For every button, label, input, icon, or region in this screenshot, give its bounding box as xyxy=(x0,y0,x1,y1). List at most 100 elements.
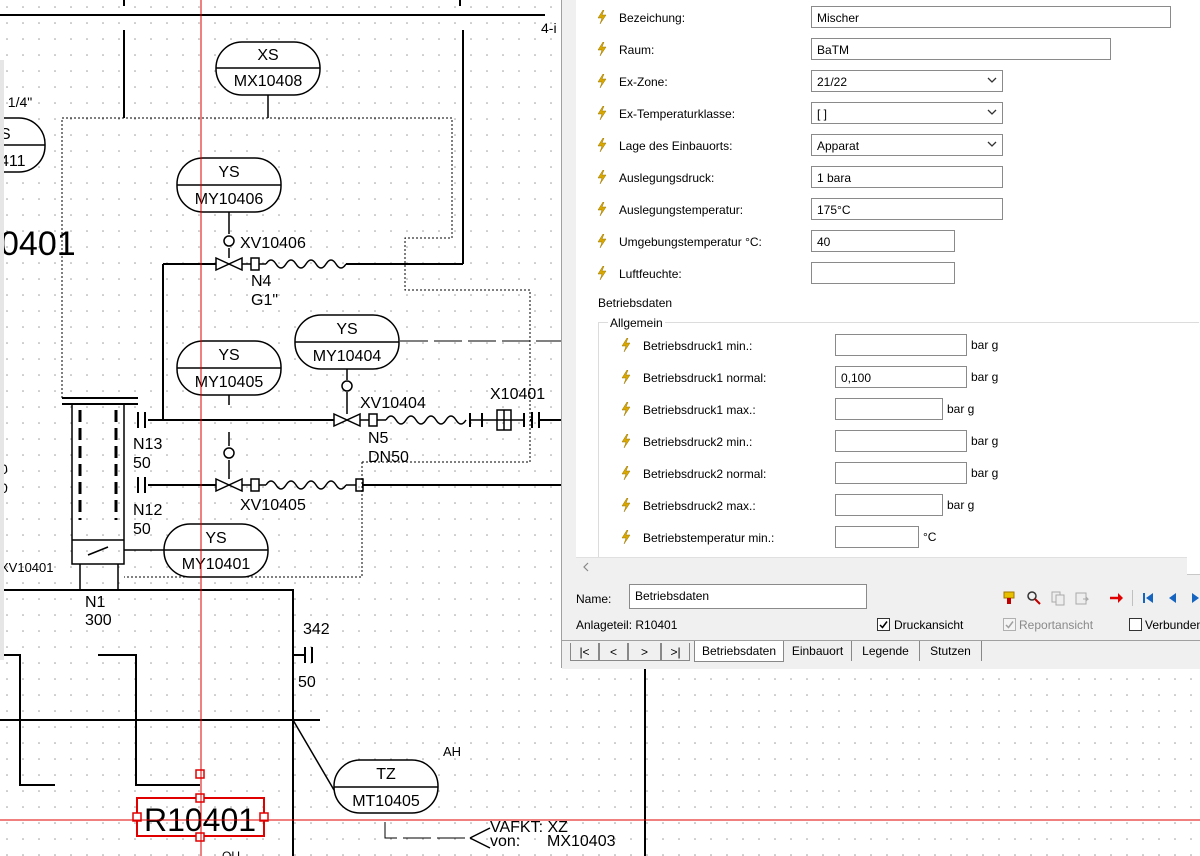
instrument-leaders xyxy=(228,95,491,849)
ys401-number: MY10401 xyxy=(182,556,251,573)
field-input[interactable]: 1 bara xyxy=(811,166,1003,188)
group-field-label: Betriebsdruck2 max.: xyxy=(643,499,756,513)
valve-xv10406-label: XV10406 xyxy=(240,235,306,252)
tab-nav-button[interactable]: > xyxy=(628,643,661,661)
sheet-tab[interactable]: Einbauort xyxy=(784,641,852,661)
group-field-input[interactable] xyxy=(835,526,919,548)
bolt-icon xyxy=(597,266,607,280)
reportansicht-label: Reportansicht xyxy=(1019,618,1094,632)
group-field-label: Betriebsdruck2 normal: xyxy=(643,467,767,481)
horizontal-scrollbar[interactable] xyxy=(576,557,1187,575)
bolt-icon xyxy=(597,10,607,24)
field-input[interactable]: 175°C xyxy=(811,198,1003,220)
field-label: Raum: xyxy=(619,43,655,57)
previous-record-icon[interactable] xyxy=(1164,590,1180,606)
vafkt-label: VAFKT: XZ xyxy=(490,819,568,836)
field-value: Apparat xyxy=(817,139,860,153)
tab-nav-button[interactable]: < xyxy=(599,643,628,661)
sheet-tab[interactable]: Stutzen xyxy=(920,641,982,661)
anlageteil-label: Anlageteil: R10401 xyxy=(576,618,678,632)
top-right-cut-label: 4-i xyxy=(541,20,557,36)
group-field-input[interactable]: 0,100 xyxy=(835,366,967,388)
tab-nav-button[interactable]: |< xyxy=(570,643,599,661)
field-input[interactable]: BaTM xyxy=(811,38,1111,60)
reportansicht-checkbox[interactable] xyxy=(1003,618,1016,631)
nozzle-n1-label: N1 xyxy=(85,594,106,611)
field-label: Auslegungstemperatur: xyxy=(619,203,744,217)
field-combobox[interactable]: 21/22 xyxy=(811,70,1003,92)
section-title-betriebsdaten: Betriebsdaten xyxy=(598,296,673,310)
druckansicht-label: Druckansicht xyxy=(894,618,964,632)
field-input[interactable]: Mischer xyxy=(811,6,1171,28)
next-record-icon[interactable] xyxy=(1188,590,1200,606)
valve-connectors xyxy=(242,263,525,492)
nozzle-n4-label: N4 xyxy=(251,273,272,290)
jump-to-arrow-icon[interactable] xyxy=(1108,590,1124,606)
sheet-tab[interactable]: Legende xyxy=(852,641,920,661)
unit-label: bar g xyxy=(971,338,999,352)
alarm-ah-label: AH xyxy=(443,744,461,759)
bolt-icon xyxy=(621,530,631,544)
group-field-input[interactable] xyxy=(835,430,967,452)
item-x10401-label: X10401 xyxy=(490,386,545,403)
group-field-input[interactable] xyxy=(835,334,967,356)
field-label: Lage des Einbauorts: xyxy=(619,139,733,153)
tab-nav-button[interactable]: >| xyxy=(661,643,690,661)
nozzle-342-label: 342 xyxy=(303,621,330,638)
field-value: 21/22 xyxy=(817,75,848,89)
filter-vessel xyxy=(71,403,165,590)
bolt-icon xyxy=(621,338,631,352)
nozzle-n12-size: 50 xyxy=(133,521,151,538)
toolbar-separator xyxy=(1132,590,1133,606)
flexible-hoses xyxy=(265,259,467,490)
group-field-label: Betriebsdruck1 max.: xyxy=(643,403,756,417)
field-label: Bezeichung: xyxy=(619,11,686,25)
verbunden-label: Verbunden xyxy=(1145,618,1200,632)
name-input[interactable]: Betriebsdaten xyxy=(629,584,867,609)
actuator-circle xyxy=(223,235,235,247)
field-combobox[interactable]: Apparat xyxy=(811,134,1003,156)
bolt-icon xyxy=(597,74,607,88)
chevron-down-icon xyxy=(987,141,997,147)
ys406-number: MY10406 xyxy=(195,191,264,208)
find-replace-icon[interactable] xyxy=(1026,590,1042,606)
paste-icon[interactable] xyxy=(1074,590,1090,606)
scroll-left-icon[interactable] xyxy=(581,562,591,572)
field-label: Ex-Temperaturklasse: xyxy=(619,107,736,121)
cut-bubble-tag: S xyxy=(0,126,11,143)
verbunden-checkbox[interactable] xyxy=(1129,618,1142,631)
copy-icon[interactable] xyxy=(1050,590,1066,606)
field-input[interactable] xyxy=(811,262,955,284)
nozzle-n12-label: N12 xyxy=(133,502,162,519)
bolt-icon xyxy=(597,42,607,56)
ys405-tag: YS xyxy=(218,347,239,364)
group-field-input[interactable] xyxy=(835,462,967,484)
sheet-tab[interactable]: Betriebsdaten xyxy=(694,641,784,662)
first-record-icon[interactable] xyxy=(1140,590,1156,606)
field-combobox[interactable]: [ ] xyxy=(811,102,1003,124)
druckansicht-checkbox[interactable] xyxy=(877,618,890,631)
unit-label: °C xyxy=(923,530,937,544)
bottom-cut-label: OU xyxy=(222,849,240,856)
field-value: 1 bara xyxy=(817,171,852,185)
unit-label: bar g xyxy=(971,434,999,448)
field-value: 40 xyxy=(817,235,831,249)
nozzle-n5-label: N5 xyxy=(368,430,389,447)
highlight-marker-icon[interactable] xyxy=(1001,590,1017,606)
unit-label: bar g xyxy=(971,370,999,384)
actuator-circle xyxy=(341,380,353,392)
nozzle-342-size: 50 xyxy=(298,674,316,691)
group-field-input[interactable] xyxy=(835,398,943,420)
group-allgemein xyxy=(598,322,1199,563)
ys404-number: MY10404 xyxy=(313,348,382,365)
bubble-dividers xyxy=(0,67,438,788)
field-input[interactable]: 40 xyxy=(811,230,955,252)
actuator-circle xyxy=(223,447,235,459)
bolt-icon xyxy=(597,106,607,120)
nozzle-n5-size: DN50 xyxy=(368,449,409,466)
tz-tag: TZ xyxy=(376,766,396,783)
group-field-input[interactable] xyxy=(835,494,943,516)
cut-xv-label: XV10401 xyxy=(0,560,54,575)
